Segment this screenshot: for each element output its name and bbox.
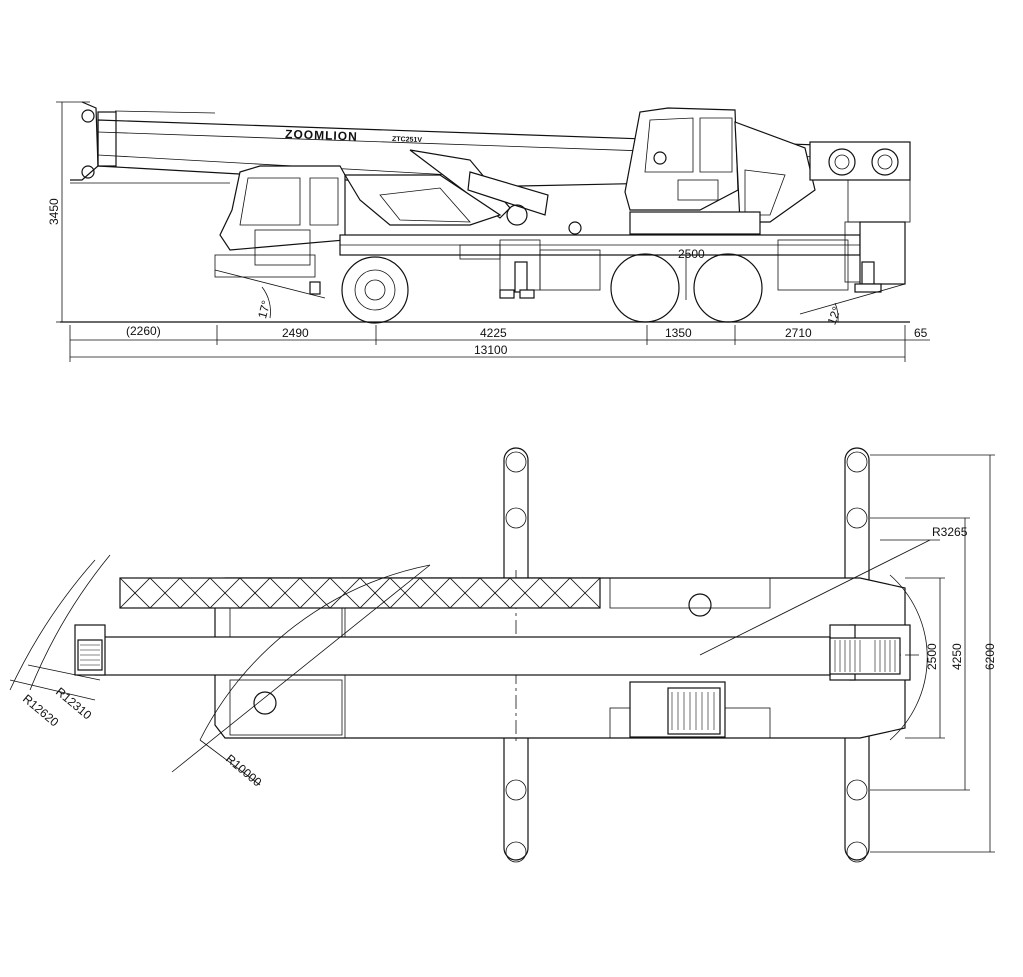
side-view: ZOOMLION ZTC251V bbox=[47, 101, 930, 362]
axle-track-label: 2500 bbox=[678, 247, 705, 261]
width-dimensions: 2500 4250 6200 bbox=[870, 454, 997, 853]
radius-tail-label: R12620 bbox=[20, 692, 61, 730]
angle-lines: 17° 12° bbox=[214, 269, 906, 327]
approach-angle: 17° bbox=[255, 299, 273, 320]
brand-label: ZOOMLION bbox=[285, 127, 358, 144]
plan-wheels bbox=[253, 593, 712, 715]
hook-block bbox=[77, 639, 103, 671]
width-outrigger-mid: 4250 bbox=[950, 643, 964, 670]
plan-view: R12310 R12620 R10000 R3265 2500 4250 620… bbox=[9, 447, 997, 863]
model-label: ZTC251V bbox=[392, 136, 423, 144]
departure-angle: 12° bbox=[825, 305, 844, 327]
width-outrigger-full: 6200 bbox=[983, 643, 997, 670]
length-dimension-chain: (2260) 2490 4225 1350 2710 65 13100 bbox=[69, 324, 930, 362]
rear-wheel-2 bbox=[693, 253, 763, 323]
carrier-cab bbox=[214, 165, 346, 278]
dim-front-overhang: (2260) bbox=[126, 324, 161, 338]
height-dimension: 3450 bbox=[47, 101, 90, 323]
dim-cab-to-axle1: 2490 bbox=[282, 326, 309, 340]
overall-length: 13100 bbox=[474, 343, 508, 357]
radius-counterweight-label: R3265 bbox=[932, 525, 968, 539]
boom-plan bbox=[74, 577, 831, 676]
dim-tail: 65 bbox=[914, 326, 928, 340]
operator-cab bbox=[624, 107, 911, 235]
winch-block bbox=[667, 637, 901, 735]
radius-cab-label: R10000 bbox=[223, 752, 264, 790]
carrier-frame bbox=[339, 174, 906, 291]
width-carrier: 2500 bbox=[925, 643, 939, 670]
outrigger-legs-side bbox=[309, 261, 882, 299]
dim-rear-overhang: 2710 bbox=[785, 326, 812, 340]
front-wheel bbox=[341, 256, 409, 324]
dim-axle1-to-axle2: 4225 bbox=[480, 326, 507, 340]
rear-wheel-1 bbox=[610, 253, 680, 323]
dim-axle2-to-axle3: 1350 bbox=[665, 326, 692, 340]
height-dim-text: 3450 bbox=[47, 198, 61, 225]
